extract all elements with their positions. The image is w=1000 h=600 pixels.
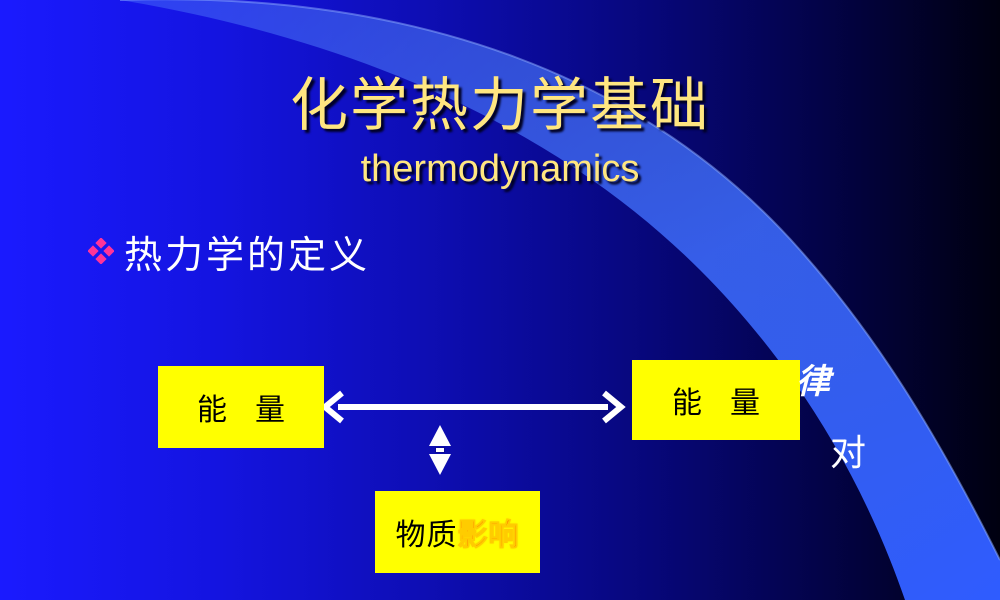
energy-box-right-label: 能量 (672, 386, 788, 421)
slide-title: 化学热力学基础 (289, 71, 710, 139)
partial-char: 律 (796, 362, 830, 402)
energy-box-left: 能量 (158, 366, 324, 448)
energy-box-right: 能量 (632, 360, 800, 440)
vertical-double-arrow-icon (429, 425, 451, 475)
slide-subtitle: thermodynamics (360, 148, 640, 190)
matter-box-effect-label: 影响 (457, 518, 520, 554)
energy-box-left-label: 能量 (197, 393, 313, 428)
diamond-bullet-icon (88, 238, 114, 264)
bullet-item: 热力学的定义 (88, 226, 371, 277)
matter-box: 物质影响 (375, 491, 540, 573)
side-char: 对 (830, 433, 867, 474)
bullet-text: 热力学的定义 (124, 232, 371, 277)
matter-box-label: 物质 (395, 518, 458, 553)
